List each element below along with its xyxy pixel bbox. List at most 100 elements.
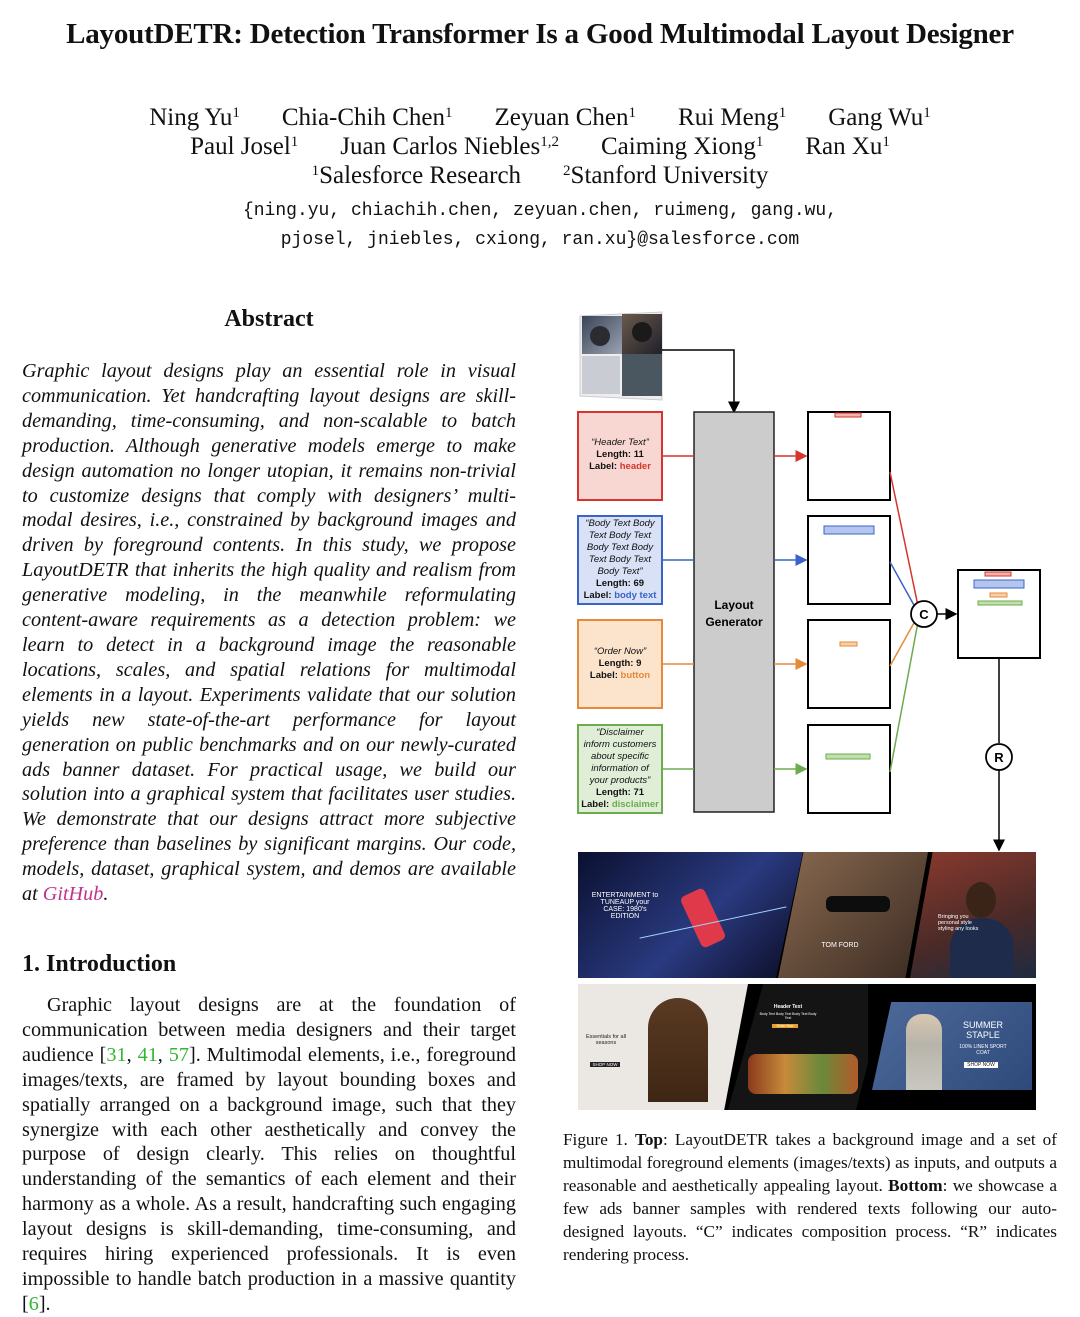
input-label-prefix: Label: — [589, 461, 620, 472]
author-sup: 1 — [232, 105, 240, 121]
bg-photo — [582, 356, 620, 394]
abstract-text: Graphic layout designs play an essential… — [22, 360, 516, 906]
intro-text: ]. — [38, 1292, 51, 1315]
intro-paragraph: Graphic layout designs are at the founda… — [22, 993, 516, 1317]
affiliation-name: Salesforce Research — [319, 162, 522, 189]
input-label-prefix: Label: — [583, 590, 615, 601]
disclaimer-bbox — [825, 753, 871, 760]
banner-portrait — [910, 852, 1036, 978]
input-label: body text — [614, 590, 657, 601]
caption-bottom-label: Bottom — [888, 1176, 943, 1195]
input-button-box — [577, 619, 663, 709]
intro-sep: , — [126, 1043, 138, 1066]
caption-text: : LayoutDETR takes a background image an… — [563, 1130, 1058, 1195]
caption-top-label: Top — [634, 1130, 663, 1149]
author: Caiming Xiong1 — [601, 133, 763, 160]
author-sup: 1 — [290, 134, 299, 150]
caption-text: : we showcase a few ads banner samples w… — [563, 1176, 1057, 1264]
model-figure — [648, 998, 708, 1102]
author-sup: 1 — [755, 134, 764, 150]
input-line: Body Text” — [597, 566, 643, 577]
input-length: Length: 9 — [598, 658, 642, 669]
button-bbox — [839, 641, 858, 647]
output-disclaimer-layout — [807, 724, 891, 814]
banner-summer — [872, 1002, 1032, 1090]
citation-link[interactable]: 57 — [168, 1043, 189, 1066]
abstract-body: Graphic layout designs play an essential… — [22, 359, 516, 907]
composed-body-bbox — [973, 579, 1025, 589]
input-disclaimer-box — [577, 724, 663, 814]
banner-text: Bringing you personal style styling any … — [938, 914, 979, 932]
generator-label-1: Layout — [714, 598, 753, 612]
author-sup: 1 — [923, 105, 931, 121]
bg-photo — [622, 354, 662, 396]
citation-link[interactable]: 6 — [28, 1292, 39, 1315]
banner-phone-case — [578, 852, 803, 978]
input-line: Body Text Body — [586, 542, 654, 553]
banner-summer-frame — [868, 984, 1036, 1110]
layout-generator-block — [693, 411, 775, 813]
banner-text: TOM FORD — [821, 942, 859, 949]
citation-link[interactable]: 31 — [106, 1043, 127, 1066]
output-button-layout — [807, 619, 891, 709]
caption-prefix: Figure 1. — [563, 1130, 635, 1149]
author-sup: 1,2 — [540, 134, 559, 150]
banner-row-2: Essentials for all seasons SHOP NOW Head… — [578, 984, 1036, 1110]
generator-label-2: Generator — [705, 615, 763, 629]
author-name: Rui Meng — [678, 104, 779, 131]
author: Gang Wu1 — [828, 104, 931, 131]
input-length: Length: 69 — [595, 578, 645, 589]
paper-title: LayoutDETR: Detection Transformer Is a G… — [66, 18, 1014, 50]
author-name: Chia-Chih Chen — [281, 104, 446, 131]
author: Rui Meng1 — [678, 104, 786, 131]
intro-heading: 1. Introduction — [22, 951, 177, 977]
input-label: disclaimer — [611, 799, 659, 810]
input-header-box — [577, 411, 663, 501]
food-products — [748, 1054, 858, 1094]
author-name: Ran Xu — [805, 133, 883, 160]
portrait-body — [950, 918, 1014, 978]
input-line: Text Body Text — [588, 554, 652, 565]
author: Ran Xu1 — [805, 133, 890, 160]
author: Zeyuan Chen1 — [495, 104, 636, 131]
banner-sunglasses — [778, 852, 928, 978]
author-name: Zeyuan Chen — [494, 104, 629, 131]
banner-button: SHOP NOW — [590, 1062, 620, 1067]
affiliation: 2Stanford University — [563, 162, 768, 189]
input-line: information of — [591, 763, 649, 774]
compose-symbol: C — [919, 607, 929, 622]
citation-link[interactable]: 41 — [137, 1043, 158, 1066]
input-header-text: “Header Text” Length: 11 Label: header — [578, 437, 662, 473]
banner-text: ENTERTAINMENT to TUNEAUP your CASE: 1980… — [591, 892, 659, 920]
input-body-box — [577, 515, 663, 605]
input-line: Text Body Text — [588, 530, 652, 541]
bg-photo-figure — [590, 326, 610, 346]
input-line: “Body Text Body — [585, 518, 655, 529]
author-sup: 1 — [628, 105, 637, 121]
bg-photo-figure — [632, 322, 652, 342]
author-name: Juan Carlos Niebles — [340, 133, 541, 160]
author-sup: 1 — [778, 105, 787, 121]
composed-disclaimer-bbox — [977, 600, 1023, 606]
header-bbox — [834, 412, 862, 418]
input-button-text: “Order Now” Length: 9 Label: button — [578, 646, 662, 682]
author-name: Ning Yu — [149, 104, 233, 131]
sunglasses-shape — [826, 896, 890, 912]
input-line: “Disclaimer — [596, 727, 644, 738]
input-label-prefix: Label: — [581, 799, 612, 810]
body-bbox — [823, 525, 875, 535]
github-link[interactable]: GitHub — [42, 883, 104, 906]
figure-caption: Figure 1. Top: LayoutDETR takes a backgr… — [563, 1128, 1057, 1266]
intro-sep: , — [157, 1043, 169, 1066]
affiliation-sup: 2 — [563, 163, 571, 179]
affiliation-sup: 1 — [311, 163, 320, 179]
phone-shape — [679, 887, 727, 949]
affiliation-name: Stanford University — [570, 162, 769, 189]
author-name: Gang Wu — [828, 104, 924, 131]
background-image-stack — [579, 311, 663, 401]
composed-button-bbox — [989, 592, 1008, 598]
banner-text: STAPLE — [966, 1030, 1000, 1040]
intro-text: ]. Multimodal elements, i.e., foreground… — [22, 1043, 517, 1315]
